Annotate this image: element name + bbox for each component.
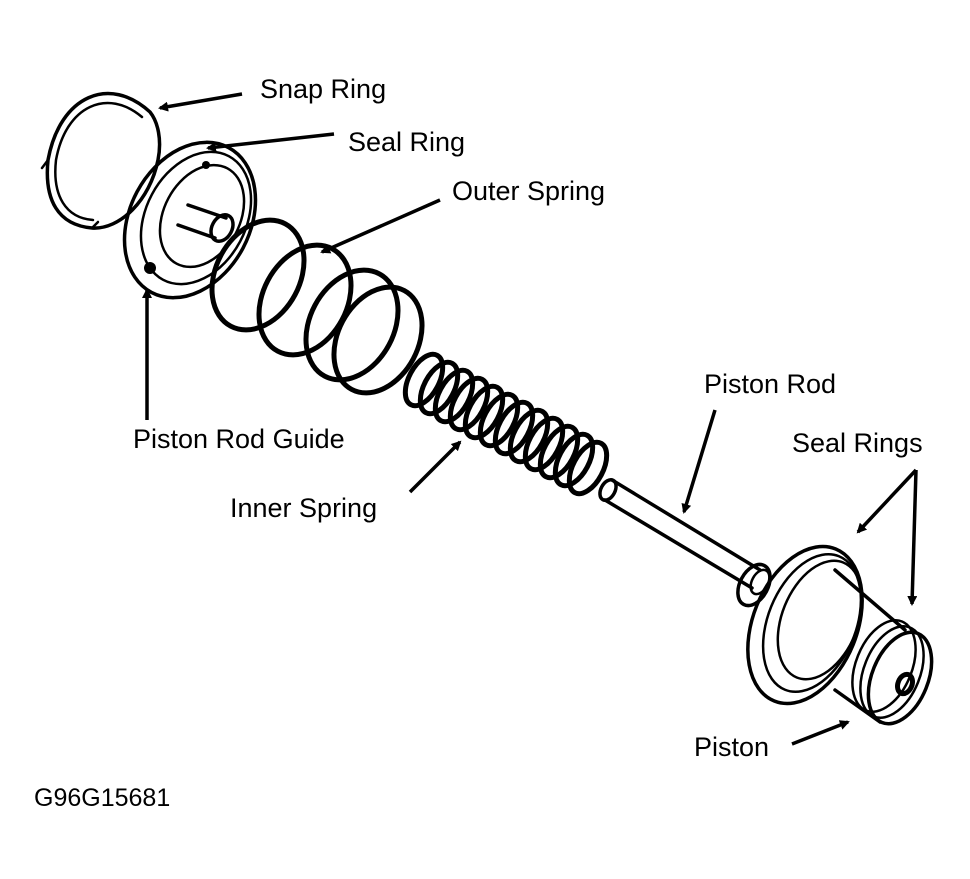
- label-seal-rings: Seal Rings: [792, 428, 923, 458]
- outer-spring-part: [209, 217, 425, 396]
- label-piston-rod-guide: Piston Rod Guide: [133, 424, 345, 454]
- label-inner-spring: Inner Spring: [230, 493, 377, 523]
- leader-piston: [791, 720, 850, 746]
- figure-code: G96G15681: [34, 784, 170, 812]
- label-piston-rod: Piston Rod: [704, 369, 836, 399]
- leader-outer-spring: [320, 198, 441, 254]
- label-snap-ring: Snap Ring: [260, 74, 386, 104]
- piston-part: [746, 544, 934, 726]
- leader-seal-rings-a: [856, 468, 918, 534]
- inner-spring-part: [402, 351, 610, 497]
- leader-lines: [142, 92, 918, 746]
- label-seal-ring: Seal Ring: [348, 127, 465, 157]
- leader-seal-ring: [206, 132, 335, 153]
- leader-seal-rings-b: [907, 469, 918, 606]
- leader-inner-spring: [408, 440, 462, 494]
- piston-rod-part: [598, 477, 772, 608]
- label-piston: Piston: [694, 732, 769, 762]
- leader-snap-ring: [158, 92, 243, 112]
- label-outer-spring: Outer Spring: [452, 176, 605, 206]
- piston-rod-guide-part: [122, 140, 258, 300]
- leader-piston-rod: [681, 409, 717, 514]
- snap-ring-part: [40, 91, 162, 230]
